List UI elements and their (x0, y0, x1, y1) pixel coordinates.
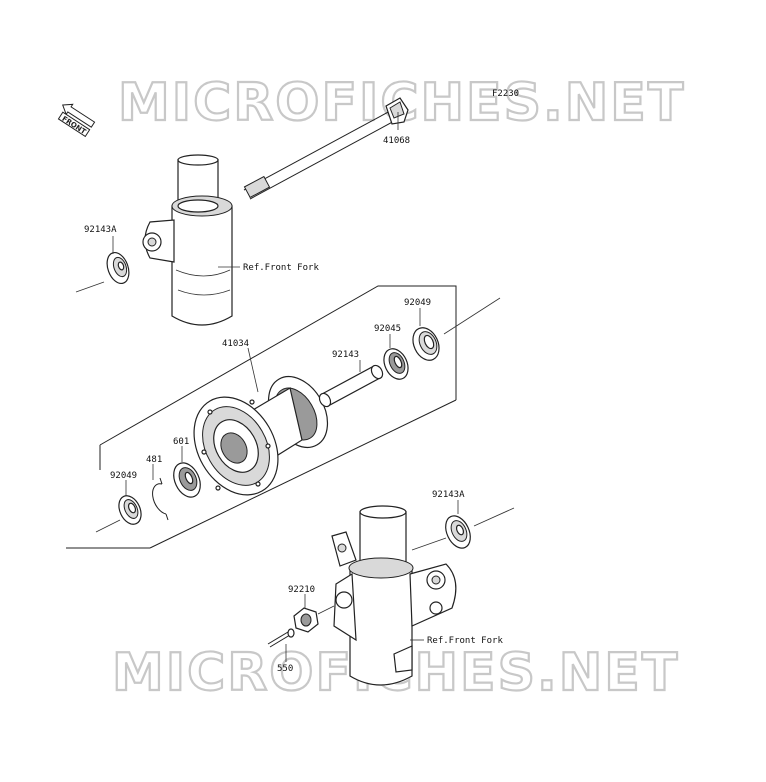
ref-front-fork-upper: Ref.Front Fork (243, 263, 319, 273)
collar (318, 364, 384, 408)
bearing-92045 (383, 348, 409, 380)
front-arrow-icon: FRONT (57, 103, 96, 138)
hub-frame (66, 285, 457, 549)
axle-nut (293, 607, 319, 633)
spacer-92143a-left (106, 251, 130, 285)
upper-fork-leg (142, 154, 233, 326)
wheel-hub (193, 376, 329, 496)
ref-front-fork-lower: Ref.Front Fork (427, 636, 503, 646)
label-92143: 92143 (332, 350, 359, 360)
label-92049-right: 92049 (404, 298, 431, 308)
label-601: 601 (173, 437, 189, 447)
label-92049-left: 92049 (110, 471, 137, 481)
label-550: 550 (277, 664, 293, 674)
label-92143a-bottom: 92143A (432, 490, 465, 500)
label-92143a-top: 92143A (84, 225, 117, 235)
bearing-601 (173, 462, 201, 498)
label-92210: 92210 (288, 585, 315, 595)
label-481: 481 (146, 455, 162, 465)
axle (243, 97, 409, 200)
label-41034: 41034 (222, 339, 249, 349)
spacer-92143a-right (445, 515, 471, 549)
label-92045: 92045 (374, 324, 401, 334)
seal-92049-left (118, 495, 142, 525)
circlip-481 (152, 477, 169, 521)
seal-92049-right (412, 327, 440, 361)
figure-code: F2230 (492, 89, 519, 99)
label-41068: 41068 (383, 136, 410, 146)
cotter-pin (267, 628, 295, 648)
lower-fork-leg (331, 505, 457, 686)
